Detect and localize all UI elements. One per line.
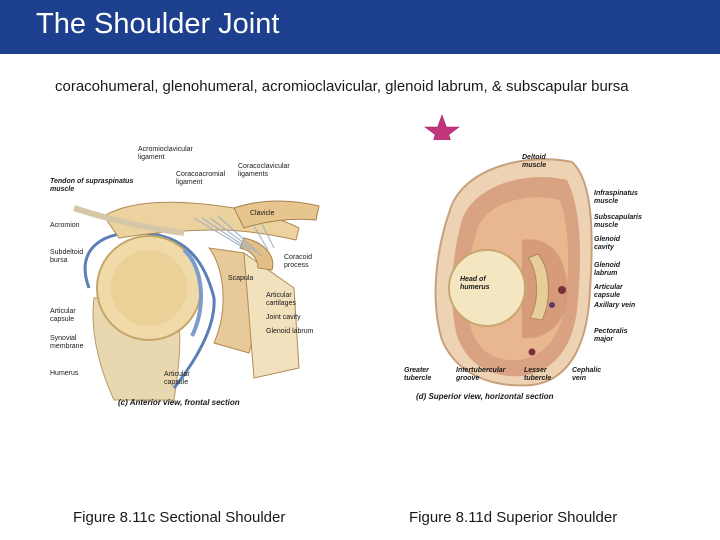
label-head-of-humerus: Head of humerus [460, 276, 500, 292]
slide-subtitle: coracohumeral, glenohumeral, acromioclav… [55, 78, 629, 95]
label-pectoralis-major: Pectoralis major [594, 328, 638, 344]
label-cephalic-vein: Cephalic vein [572, 367, 608, 383]
label-coracoid-process: Coracoid process [284, 254, 330, 270]
label-glenoid-cavity: Glenoid cavity [594, 236, 634, 252]
label-infraspinatus-muscle: Infraspinatus muscle [594, 190, 658, 206]
label-intertubercular-groove: Intertubercular groove [456, 367, 516, 383]
label-articular-capsule: Articular capsule [594, 284, 634, 300]
label-scapula: Scapula [228, 275, 253, 283]
label-articular-cartilages: Articular cartilages [266, 292, 318, 308]
label-subdeltoid-bursa: Subdeltoid bursa [50, 249, 84, 265]
label-glenoid-labrum: Glenoid labrum [594, 262, 634, 278]
label-acromioclavicular-ligament: Acromioclavicular ligament [138, 146, 218, 162]
label-acromion: Acromion [50, 222, 80, 230]
label-lesser-tubercle: Lesser tubercle [524, 367, 564, 383]
panel-caption-c: (c) Anterior view, frontal section [118, 398, 240, 407]
slide-title: The Shoulder Joint [36, 8, 279, 41]
label-articular-capsule: Articular capsule [50, 308, 90, 324]
label-coracoclavicular-ligaments: Coracoclavicular ligaments [238, 163, 308, 179]
label-tendon-supraspinatus: Tendon of supraspinatus muscle [50, 178, 140, 194]
label-axillary-vein: Axillary vein [594, 302, 635, 310]
figure-caption-left: Figure 8.11c Sectional Shoulder [73, 509, 285, 526]
label-clavicle: Clavicle [250, 210, 275, 218]
title-bar: The Shoulder Joint [0, 0, 720, 54]
label-subscapularis-muscle: Subscapularis muscle [594, 214, 658, 230]
frontal-section-figure: Acromioclavicular ligament Coracoclavicu… [44, 138, 344, 408]
label-glenoid-labrum: Glenoid labrum [266, 328, 313, 336]
label-deltoid-muscle: Deltoid muscle [522, 154, 558, 170]
figure-caption-right: Figure 8.11d Superior Shoulder [409, 509, 617, 526]
label-joint-cavity: Joint cavity [266, 314, 301, 322]
label-synovial-membrane: Synovial membrane [50, 335, 98, 351]
panel-caption-d: (d) Superior view, horizontal section [416, 392, 554, 401]
horizontal-section-figure: Deltoid muscle Infraspinatus muscle Subs… [402, 140, 664, 408]
label-articular-capsule-bottom: Articular capsule [164, 371, 204, 387]
label-humerus: Humerus [50, 370, 78, 378]
label-greater-tubercle: Greater tubercle [404, 367, 444, 383]
label-coracoacromial-ligament: Coracoacromial ligament [176, 171, 238, 187]
